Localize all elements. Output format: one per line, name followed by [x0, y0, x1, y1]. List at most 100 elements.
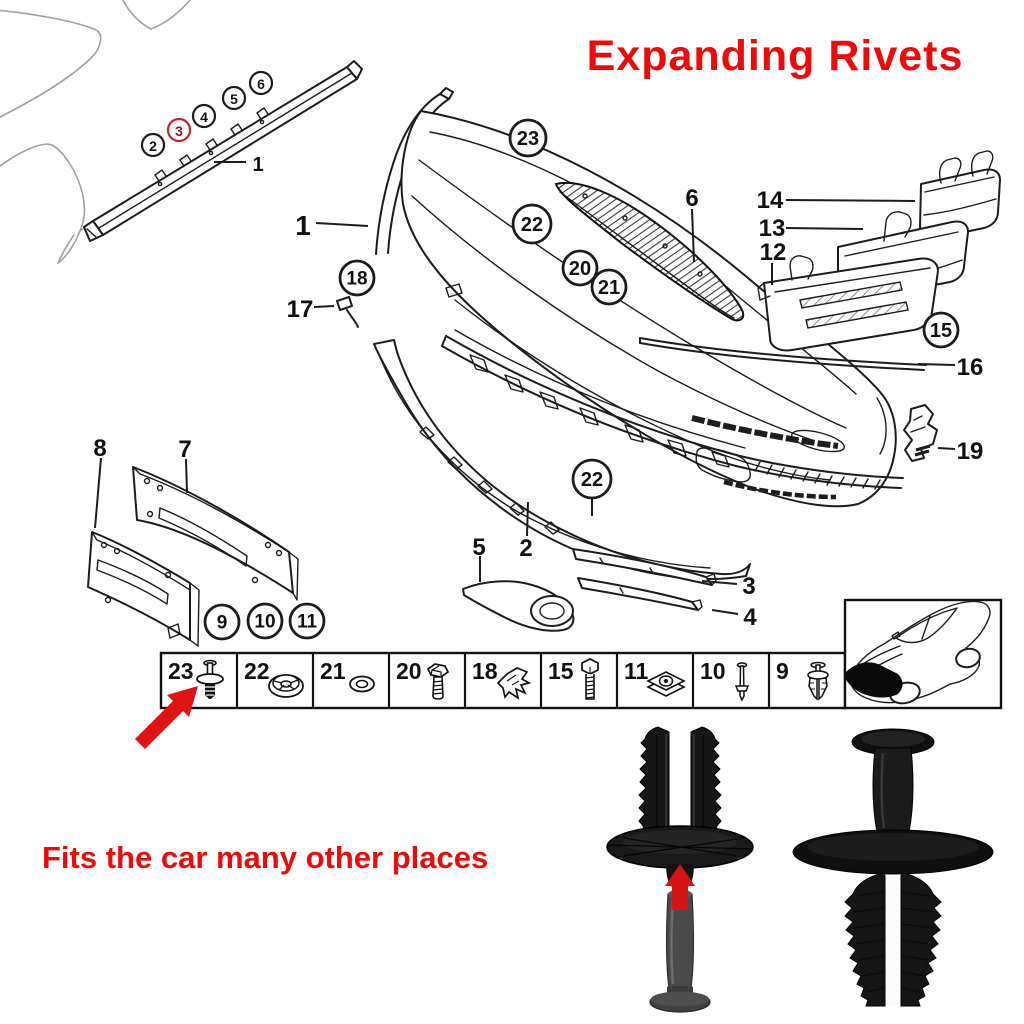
red-arrow-legend-icon [135, 686, 198, 749]
svg-text:16: 16 [957, 354, 984, 381]
legend-cell-11: 11 [615, 653, 686, 708]
svg-text:3: 3 [742, 573, 755, 600]
legend-number: 15 [548, 658, 574, 684]
svg-text:12: 12 [760, 239, 787, 266]
callout-2: 2 [140, 132, 166, 158]
callout-3: 3 [701, 573, 756, 600]
reinforcement-bar-art [441, 329, 904, 490]
svg-text:20: 20 [569, 258, 591, 280]
legend-number: 22 [244, 658, 270, 684]
callout-19: 19 [937, 438, 984, 465]
legend-number: 10 [700, 658, 726, 684]
legend-number: 21 [320, 658, 346, 684]
rivet-photo-assembled [792, 728, 994, 1007]
svg-text:2: 2 [149, 138, 157, 154]
hex-bolt-icon [426, 663, 450, 700]
rivet-photo-disassembled [606, 726, 754, 1013]
callout-13: 13 [759, 215, 864, 242]
svg-text:6: 6 [257, 76, 265, 92]
plate-filler-8-art [87, 531, 200, 647]
svg-text:4: 4 [743, 604, 757, 631]
washer-icon [349, 675, 375, 693]
callout-2: 2 [519, 501, 533, 562]
callout-20: 20 [561, 249, 599, 287]
legend-cell-10: 10 [691, 653, 750, 708]
legend-number: 9 [776, 658, 789, 684]
callout-6: 6 [248, 70, 274, 96]
callout-22: 22 [511, 203, 553, 245]
legend-cell-18: 18 [463, 653, 532, 708]
legend-cell-9: 9 [767, 653, 829, 708]
svg-text:5: 5 [230, 91, 238, 107]
legend-number: 23 [168, 658, 194, 684]
fitment-note: Fits the car many other places [42, 840, 489, 875]
svg-text:6: 6 [685, 185, 698, 212]
svg-text:19: 19 [957, 438, 984, 465]
legend-cell-21: 21 [311, 653, 375, 708]
svg-text:14: 14 [757, 187, 784, 214]
svg-text:22: 22 [581, 469, 603, 491]
svg-text:15: 15 [930, 320, 952, 342]
svg-text:4: 4 [200, 109, 208, 125]
legend-cell-20: 20 [387, 653, 450, 708]
bracket-19-art [903, 404, 938, 462]
callout-12: 12 [760, 239, 787, 285]
callout-5: 5 [221, 85, 247, 111]
legend-cell-23: 23 [168, 658, 224, 699]
side-skirt-strip-art [83, 60, 363, 242]
grille-12-art [757, 255, 939, 352]
fastener-legend-strip: 23 22 21 20 18 15 11 10 9 [159, 651, 847, 710]
trim-strip-3-art [572, 548, 717, 586]
svg-text:5: 5 [472, 534, 485, 561]
car-location-thumbnail [843, 598, 1003, 710]
lower-valence-art [373, 339, 751, 580]
svg-text:9: 9 [217, 613, 228, 634]
callout-7: 7 [178, 436, 192, 494]
trim-strip-4-art [577, 577, 703, 611]
legend-number: 20 [396, 658, 422, 684]
callout-14: 14 [757, 187, 916, 214]
expanding-rivet-side-icon [196, 659, 224, 699]
svg-text:17: 17 [287, 296, 314, 323]
callout-5: 5 [472, 534, 486, 582]
fog-trim-art [462, 580, 575, 632]
plate-filler-7-art [132, 466, 299, 601]
callout-9: 9 [203, 603, 241, 641]
callout-3: 3 [166, 117, 192, 143]
svg-text:18: 18 [346, 269, 367, 290]
callout-1: 1 [295, 210, 369, 241]
svg-text:2: 2 [519, 535, 532, 562]
callout-18: 18 [338, 259, 376, 297]
callout-23: 23 [508, 118, 548, 158]
callout-10: 10 [246, 602, 284, 640]
speed-nut-icon [646, 671, 686, 697]
callout-4: 4 [191, 103, 217, 129]
svg-text:13: 13 [759, 215, 786, 242]
callout-22: 22 [571, 458, 613, 516]
callout-6: 6 [685, 185, 699, 263]
metal-clip-icon [496, 667, 532, 700]
pin-rivet-icon [734, 662, 750, 702]
callout-1: 1 [214, 154, 264, 176]
svg-text:11: 11 [297, 612, 318, 633]
legend-cell-22: 22 [235, 653, 304, 708]
svg-text:1: 1 [295, 210, 311, 241]
callout-16: 16 [917, 354, 984, 381]
svg-text:21: 21 [598, 277, 620, 299]
legend-number: 11 [624, 658, 649, 684]
red-arrow-insert-icon [665, 864, 695, 910]
callout-17: 17 [287, 296, 335, 323]
tow-hook-cover-art [336, 296, 359, 328]
hex-screw-icon [581, 658, 599, 700]
callout-8: 8 [93, 435, 107, 529]
svg-text:10: 10 [254, 612, 275, 633]
svg-text:23: 23 [517, 128, 539, 150]
legend-cell-15: 15 [539, 653, 599, 708]
callout-4: 4 [711, 604, 757, 631]
grommet-icon [268, 674, 304, 698]
svg-text:8: 8 [93, 435, 106, 462]
callout-15: 15 [922, 311, 960, 349]
